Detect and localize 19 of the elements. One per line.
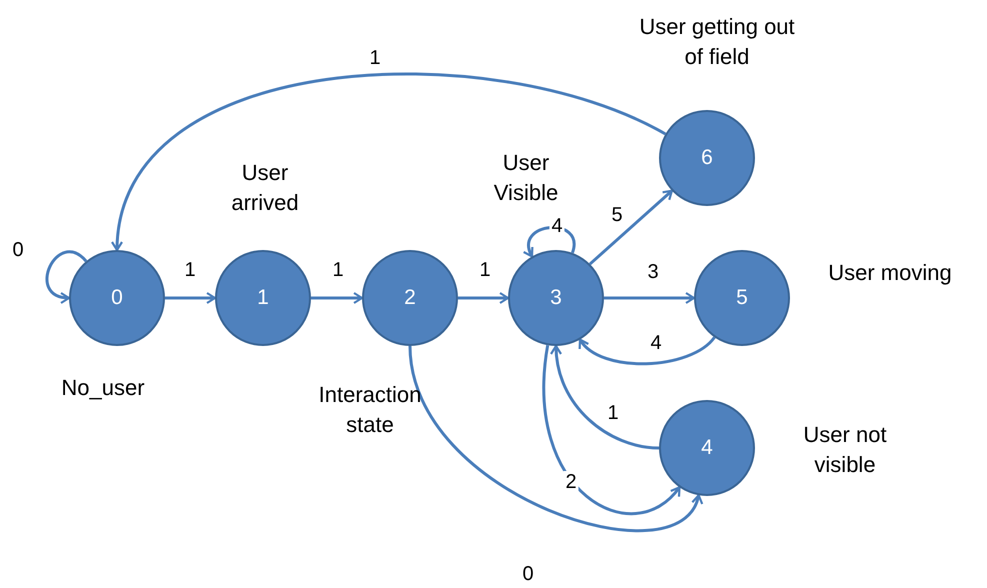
state-caption: Interaction state	[318, 381, 422, 439]
transition-arrow	[604, 292, 696, 304]
transition-arrow	[165, 292, 216, 304]
state-caption: User not visible	[802, 421, 888, 479]
state-caption: User Visible	[492, 149, 560, 207]
transition-arrow	[588, 190, 673, 266]
transition-arrow	[550, 344, 660, 450]
state-caption: User getting out of field	[638, 13, 796, 71]
transition-arrow	[458, 292, 510, 304]
state-caption: No_user	[60, 374, 146, 402]
transition-arrow	[408, 346, 701, 532]
edge-label: 2	[563, 471, 579, 493]
transition-arrow	[542, 345, 681, 515]
state-caption: User arrived	[230, 159, 300, 217]
transition-arrow	[578, 336, 716, 366]
state-caption: User moving	[827, 259, 953, 287]
transition-arrow	[112, 72, 666, 252]
transition-arrow	[46, 250, 88, 303]
transition-arrow	[311, 292, 364, 304]
